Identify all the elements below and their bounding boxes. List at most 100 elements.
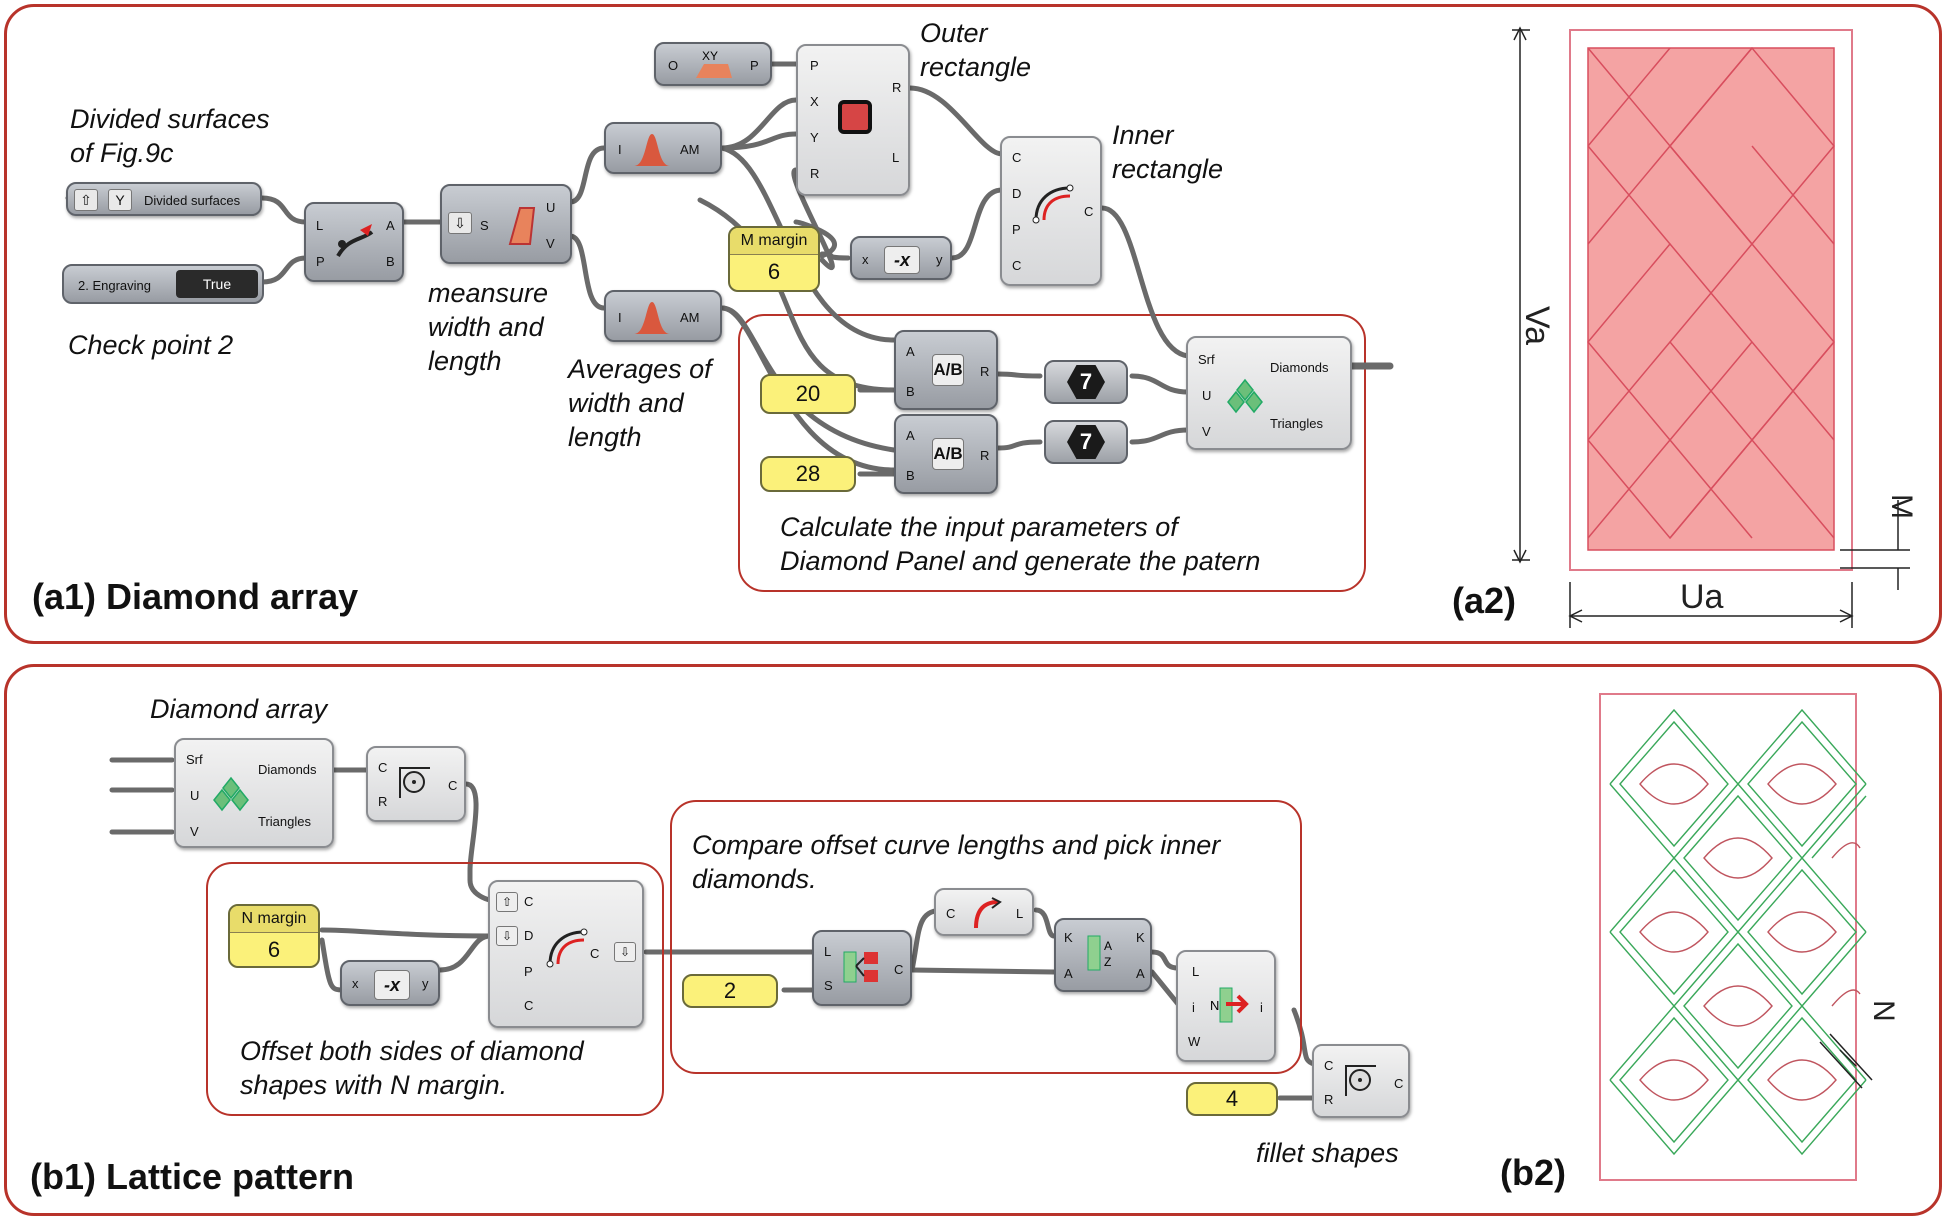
offset-group-frame bbox=[206, 862, 664, 1116]
negative-component-b[interactable]: x y -x bbox=[340, 960, 440, 1006]
port-i: i bbox=[1192, 1000, 1195, 1015]
diamond-panel-icon bbox=[213, 776, 249, 812]
note-calc-2: Diamond Panel and generate the patern bbox=[780, 546, 1261, 576]
port-y: y bbox=[422, 976, 429, 991]
port-l: L bbox=[824, 944, 832, 959]
integer-component-1[interactable]: 7 bbox=[1044, 360, 1128, 404]
n-margin-value[interactable]: 6 bbox=[267, 937, 281, 962]
port-srf: Srf bbox=[1198, 352, 1215, 367]
note-divided-1: Divided surfaces bbox=[70, 104, 270, 134]
lattice-drawing bbox=[1599, 693, 1873, 1181]
division-component-2[interactable]: A B R A/B bbox=[894, 414, 998, 494]
port-d: D bbox=[1012, 186, 1022, 201]
offset-curve-component[interactable]: C D P C C bbox=[1000, 136, 1102, 286]
m-margin-panel[interactable]: M margin 6 bbox=[728, 226, 820, 292]
port-k: K bbox=[1064, 930, 1073, 945]
triangles-output-b: Triangles bbox=[258, 814, 311, 829]
m-margin-value[interactable]: 6 bbox=[767, 259, 781, 284]
port-r: R bbox=[980, 364, 990, 379]
port-c2: C bbox=[1012, 258, 1022, 273]
measure-component[interactable]: S U V ⇩ bbox=[440, 184, 572, 264]
diamond-array-drawing bbox=[1512, 26, 1910, 628]
divide-icon: A/B bbox=[932, 354, 964, 386]
note-check: Check point 2 bbox=[68, 330, 234, 360]
curve-length-icon bbox=[974, 897, 1002, 929]
average-component-2[interactable]: I AM bbox=[604, 290, 722, 342]
negate-icon: -x bbox=[884, 246, 920, 274]
integer-component-2[interactable]: 7 bbox=[1044, 420, 1128, 464]
port-am: AM bbox=[680, 310, 700, 325]
svg-text:A: A bbox=[1104, 939, 1112, 953]
diamonds-output-b: Diamonds bbox=[258, 762, 317, 777]
port-b: B bbox=[386, 254, 395, 269]
port-p: P bbox=[1012, 222, 1021, 237]
svg-text:Z: Z bbox=[1104, 955, 1111, 969]
diamond-panel-component[interactable]: Srf U V Diamonds Triangles bbox=[1186, 336, 1352, 450]
fillet-icon bbox=[399, 767, 430, 798]
xy-plane-component[interactable]: O P XY bbox=[654, 42, 772, 86]
panel-a1-title: (a1) Diamond array bbox=[32, 576, 359, 617]
average-component-1[interactable]: I AM bbox=[604, 122, 722, 174]
note-fillet: fillet shapes bbox=[1256, 1138, 1399, 1168]
port-u: U bbox=[190, 788, 200, 803]
port-u: U bbox=[546, 200, 556, 215]
offset-curve-component-b[interactable]: ⇧ ⇩ C D P C C ⇩ bbox=[488, 880, 644, 1028]
port-x: x bbox=[352, 976, 359, 991]
upload-icon: ⇧ bbox=[74, 189, 98, 211]
port-a: A bbox=[906, 344, 915, 359]
port-c: C bbox=[946, 906, 956, 921]
port-p: P bbox=[524, 964, 533, 979]
panel-a2-label: (a2) bbox=[1452, 580, 1517, 621]
note-avg-3: length bbox=[568, 422, 642, 452]
evaluate-surface-component[interactable]: L P A B bbox=[304, 202, 404, 282]
calc-group-frame bbox=[738, 314, 1366, 592]
list-item-component[interactable]: L i W i N bbox=[1176, 950, 1276, 1062]
offset-curve-icon bbox=[546, 928, 588, 968]
port-d: D bbox=[524, 928, 534, 943]
surface-param-icon: Y bbox=[108, 189, 132, 211]
fillet-component-1[interactable]: C R C bbox=[366, 746, 466, 822]
dim-ua: Ua bbox=[1680, 578, 1724, 616]
note-measure-1: meansure bbox=[428, 278, 549, 308]
panel-lattice-pattern bbox=[4, 664, 1942, 1216]
slider-20[interactable]: 20 bbox=[760, 374, 856, 414]
port-b: B bbox=[906, 384, 915, 399]
port-r: R bbox=[980, 448, 990, 463]
engraving-value[interactable]: True bbox=[176, 270, 258, 298]
port-u: U bbox=[1202, 388, 1212, 403]
length-component[interactable]: C L bbox=[934, 888, 1034, 936]
rectangle-component[interactable]: P X Y R R L bbox=[796, 44, 910, 196]
split-list-component[interactable]: L S C bbox=[812, 930, 912, 1006]
port-r-out: R bbox=[892, 80, 902, 95]
note-calc-1: Calculate the input parameters of bbox=[780, 512, 1178, 542]
diamonds-output: Diamonds bbox=[1270, 360, 1329, 375]
diamond-panel-component-b[interactable]: Srf U V Diamonds Triangles bbox=[174, 738, 334, 848]
port-i-out: i bbox=[1260, 1000, 1263, 1015]
fillet-icon bbox=[1345, 1065, 1376, 1096]
evaluate-icon bbox=[336, 224, 374, 258]
port-p: P bbox=[316, 254, 325, 269]
slider-28[interactable]: 28 bbox=[760, 456, 856, 492]
dim-m: M bbox=[1885, 494, 1918, 519]
slider-2[interactable]: 2 bbox=[682, 974, 778, 1008]
sort-list-icon: AZ bbox=[1087, 935, 1112, 971]
negative-component-a[interactable]: x y -x bbox=[850, 236, 952, 280]
n-margin-panel[interactable]: N margin 6 bbox=[228, 904, 320, 968]
panel-b1-title: (b1) Lattice pattern bbox=[30, 1156, 355, 1197]
port-s: S bbox=[824, 978, 833, 993]
engraving-toggle[interactable]: 2. Engraving True bbox=[62, 264, 264, 304]
port-y: y bbox=[936, 252, 943, 267]
port-am: AM bbox=[680, 142, 700, 157]
note-diamond-array: Diamond array bbox=[150, 694, 328, 724]
panel-diamond-array bbox=[4, 4, 1942, 644]
port-c: C bbox=[894, 962, 904, 977]
fillet-component-2[interactable]: C R C bbox=[1312, 1044, 1410, 1118]
division-component-1[interactable]: A B R A/B bbox=[894, 330, 998, 410]
negate-icon: -x bbox=[374, 970, 410, 1000]
port-a: A bbox=[1064, 966, 1073, 981]
note-inner-1: Inner bbox=[1112, 120, 1174, 150]
port-c-out: C bbox=[590, 946, 600, 961]
slider-4[interactable]: 4 bbox=[1186, 1082, 1278, 1116]
divided-surfaces-param[interactable]: ⇧ Y Divided surfaces bbox=[66, 182, 262, 216]
